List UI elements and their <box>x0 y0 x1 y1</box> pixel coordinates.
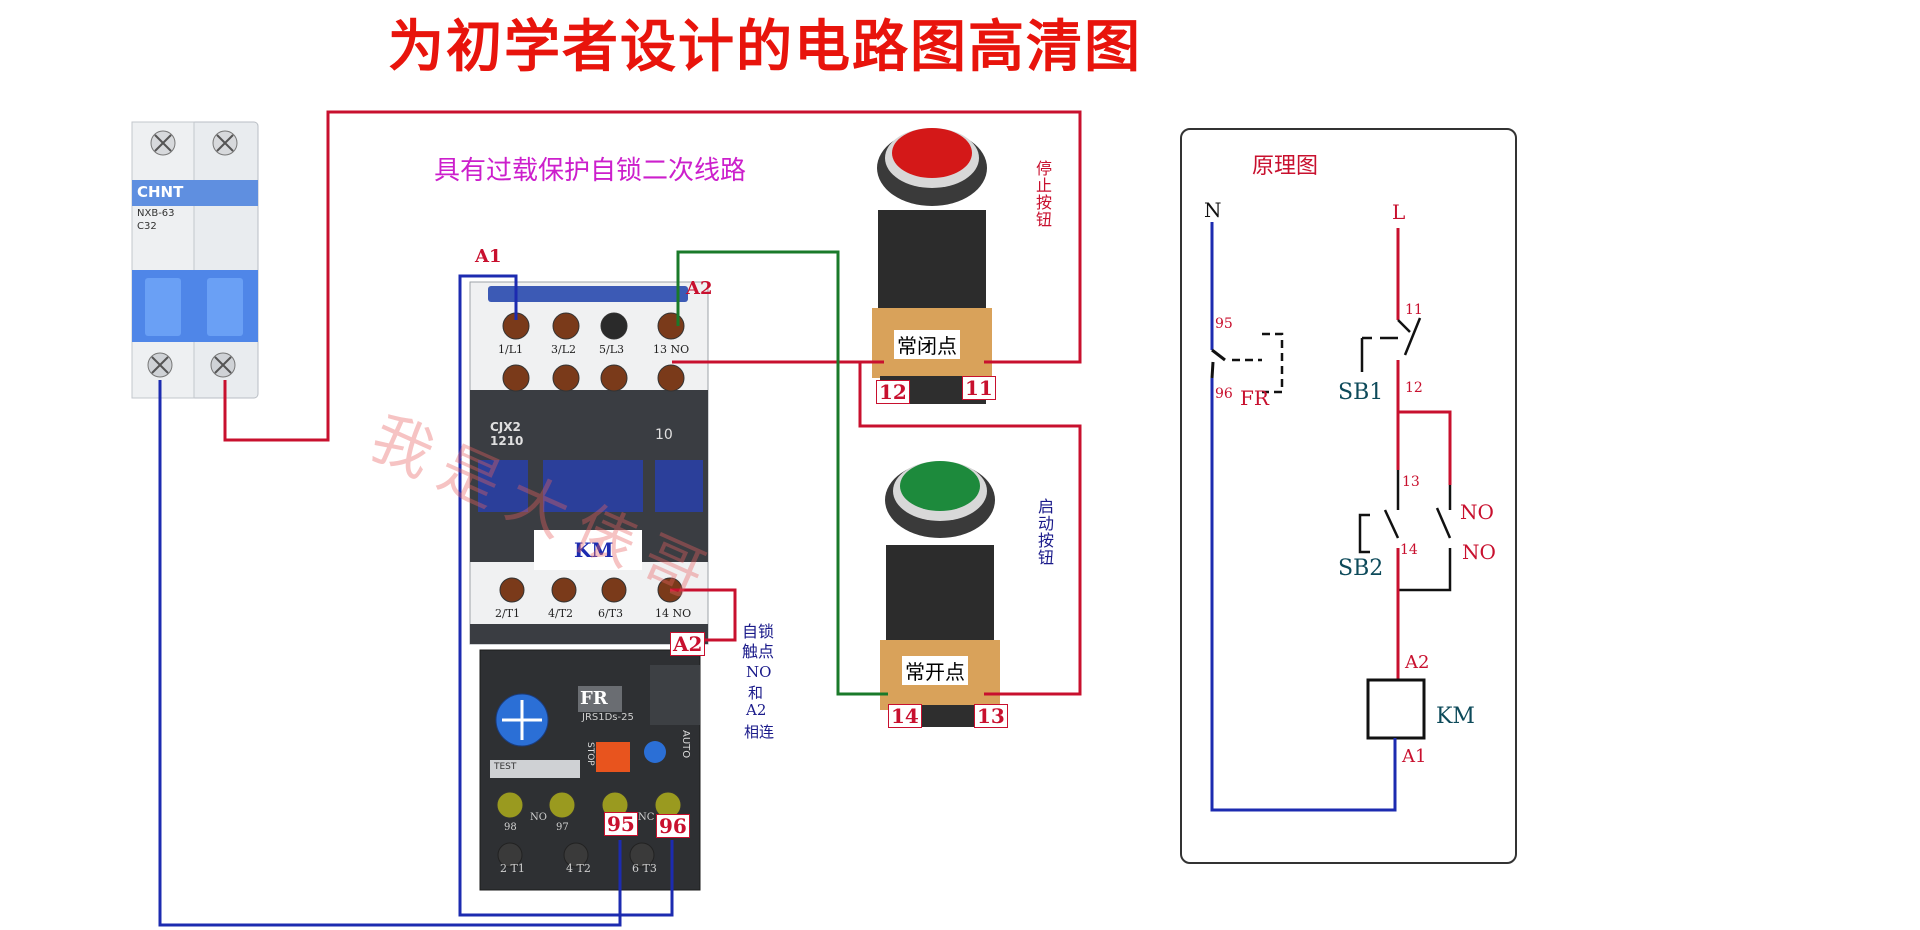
start-button-label: 启动按钮 <box>1035 498 1054 566</box>
schematic-sb1-11: 11 <box>1405 302 1423 318</box>
red-self-lock-wire <box>670 588 737 642</box>
schematic-panel <box>1180 128 1517 864</box>
schematic-sb2-13: 13 <box>1402 474 1420 490</box>
circuit-breaker <box>131 121 259 399</box>
relay-nc-label: NC <box>638 812 655 823</box>
relay-auto-label: AUTO <box>680 730 691 759</box>
overload-relay-fr <box>479 649 701 891</box>
relay-terminal-96: 96 <box>656 814 690 838</box>
stop-button-label: 停止按钮 <box>1033 160 1052 228</box>
breaker-brand: CHNT <box>137 183 184 201</box>
stop-terminal-12: 12 <box>876 380 910 404</box>
contactor-a2-label: A2 <box>686 278 713 299</box>
schematic-fr-96: 96 <box>1215 386 1233 402</box>
contactor-aux-code: 10 <box>655 427 673 443</box>
schematic-fr-95: 95 <box>1215 316 1233 332</box>
relay-98-label: 98 <box>504 822 517 833</box>
terminal-6-t3: 6/T3 <box>598 607 624 620</box>
contactor-km <box>469 281 709 645</box>
start-terminal-14: 14 <box>888 704 922 728</box>
self-lock-note-4: 和 <box>748 684 764 702</box>
schematic-no-lower: NO <box>1462 540 1496 564</box>
schematic-live-label: L <box>1392 200 1406 224</box>
terminal-3-l2: 3/L2 <box>551 343 577 356</box>
start-push-button <box>880 461 1000 727</box>
schematic-neutral-label: N <box>1204 198 1222 222</box>
stop-terminal-11: 11 <box>962 376 996 400</box>
contactor-a1-label: A1 <box>475 246 502 267</box>
contactor-model-line2: 1210 <box>490 434 524 448</box>
blue-wire-a1-to-96 <box>458 274 674 917</box>
schematic-title: 原理图 <box>1252 154 1319 179</box>
schematic-sb2-label: SB2 <box>1338 556 1384 581</box>
start-terminal-13: 13 <box>974 704 1008 728</box>
terminal-14-no: 14 NO <box>655 607 692 620</box>
self-lock-note-2: 触点 <box>742 642 775 661</box>
stop-push-button <box>872 128 992 404</box>
self-lock-a2-tag: A2 <box>670 632 706 656</box>
schematic-sb2-14: 14 <box>1400 542 1418 558</box>
relay-6t3-label: 6 T3 <box>632 862 657 875</box>
contactor-model-line1: CJX2 <box>490 420 521 434</box>
schematic-coil-label: KM <box>1436 704 1475 729</box>
schematic-coil-a1: A1 <box>1402 746 1427 767</box>
schematic-no-upper: NO <box>1460 500 1494 524</box>
terminal-4-t2: 4/T2 <box>548 607 574 620</box>
terminal-1-l1: 1/L1 <box>498 343 524 356</box>
start-contact-type: 常开点 <box>902 656 968 685</box>
terminal-5-l3: 5/L3 <box>599 343 625 356</box>
relay-2t1-label: 2 T1 <box>500 862 525 875</box>
page-title: 为初学者设计的电路图高清图 <box>388 14 1142 80</box>
self-lock-note-3: NO <box>746 663 772 681</box>
relay-stop-label: STOP <box>585 742 595 766</box>
red-supply-wire <box>223 110 1082 442</box>
schematic-fr-label: FR <box>1240 386 1269 410</box>
self-lock-note-1: 自锁 <box>742 622 775 641</box>
schematic-sb1-label: SB1 <box>1338 380 1384 405</box>
breaker-rating: C32 <box>137 221 157 232</box>
stop-contact-type: 常闭点 <box>894 330 960 359</box>
relay-4t2-label: 4 T2 <box>566 862 591 875</box>
relay-model: JRS1Ds-25 <box>582 712 634 723</box>
green-wire-start14-to-a2 <box>676 250 888 696</box>
self-lock-note-6: 相连 <box>744 723 775 741</box>
terminal-13-no: 13 NO <box>653 343 690 356</box>
blue-neutral-wire <box>158 380 622 927</box>
relay-terminal-95: 95 <box>604 812 638 836</box>
terminal-2-t1: 2/T1 <box>495 607 521 620</box>
self-lock-note-5: A2 <box>746 701 767 719</box>
breaker-model: NXB-63 <box>137 208 175 219</box>
schematic-sb1-12: 12 <box>1405 380 1423 396</box>
contactor-name-km: KM <box>574 538 614 562</box>
red-wire-stop12-to-start13 <box>858 360 1082 696</box>
relay-no-label: NO <box>530 812 547 823</box>
relay-test-label: TEST <box>494 762 517 772</box>
circuit-subtitle: 具有过载保护自锁二次线路 <box>434 156 747 186</box>
relay-97-label: 97 <box>556 822 569 833</box>
relay-name-fr: FR <box>580 688 608 709</box>
schematic-coil-a2: A2 <box>1405 652 1430 673</box>
